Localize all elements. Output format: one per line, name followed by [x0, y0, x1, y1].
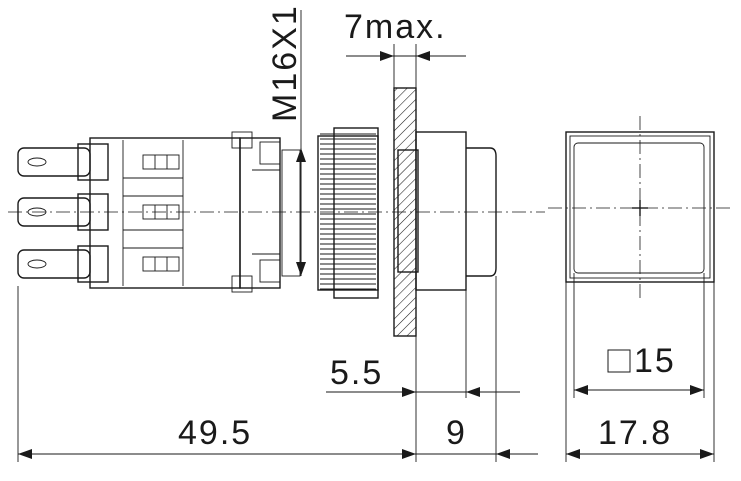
dim-49-5: [17, 286, 416, 462]
front-view: 15 17.8: [548, 116, 732, 462]
switch-body: [89, 137, 241, 289]
dim-9: [416, 449, 538, 459]
dim-17-8: [565, 282, 715, 462]
panel-section: [393, 87, 417, 337]
front-outer-square: [565, 131, 715, 283]
dim-49-5-label: 49.5: [178, 414, 252, 452]
side-view: M16X1 7max. 5.5 49.5 9: [8, 4, 545, 462]
dim-panel-max: [346, 44, 466, 88]
dim-17-8-label: 17.8: [598, 414, 672, 452]
button-cap: [397, 131, 497, 462]
dim-5-5-label: 5.5: [330, 354, 383, 392]
panel-max-label: 7max.: [344, 8, 447, 46]
terminal-top: [17, 143, 109, 181]
square-15-label: 15: [634, 342, 676, 380]
dim-thread: [296, 10, 306, 276]
dim-9-label: 9: [446, 414, 467, 452]
latch-region: [231, 131, 301, 293]
dim-square-15: [573, 273, 705, 398]
dim-5-5: [326, 387, 520, 397]
square-symbol: [607, 349, 631, 373]
terminal-bottom: [17, 245, 109, 283]
thread-label: M16X1: [266, 4, 304, 122]
threaded-bushing: [317, 127, 379, 299]
